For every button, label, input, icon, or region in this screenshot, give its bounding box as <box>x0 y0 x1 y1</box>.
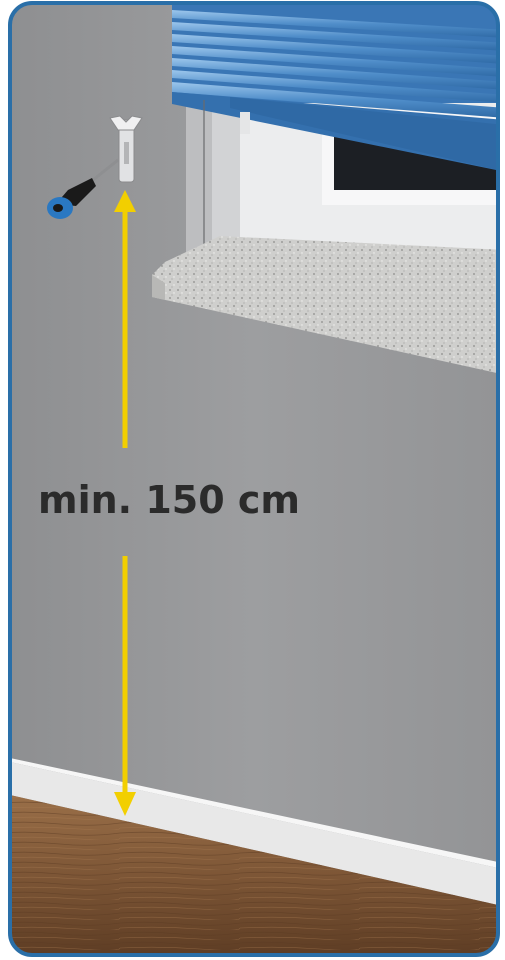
measurement-arrow-up <box>114 190 136 448</box>
measurement-label: min. 150 cm <box>38 478 301 522</box>
blind-slats <box>172 10 498 172</box>
frame-border <box>8 1 500 957</box>
measurement-arrow-down <box>114 556 136 816</box>
venetian-blind <box>172 3 498 248</box>
floor <box>10 795 498 955</box>
window-sill <box>152 236 498 375</box>
screwdriver-icon <box>47 158 119 219</box>
wall-hook-icon <box>109 115 143 183</box>
